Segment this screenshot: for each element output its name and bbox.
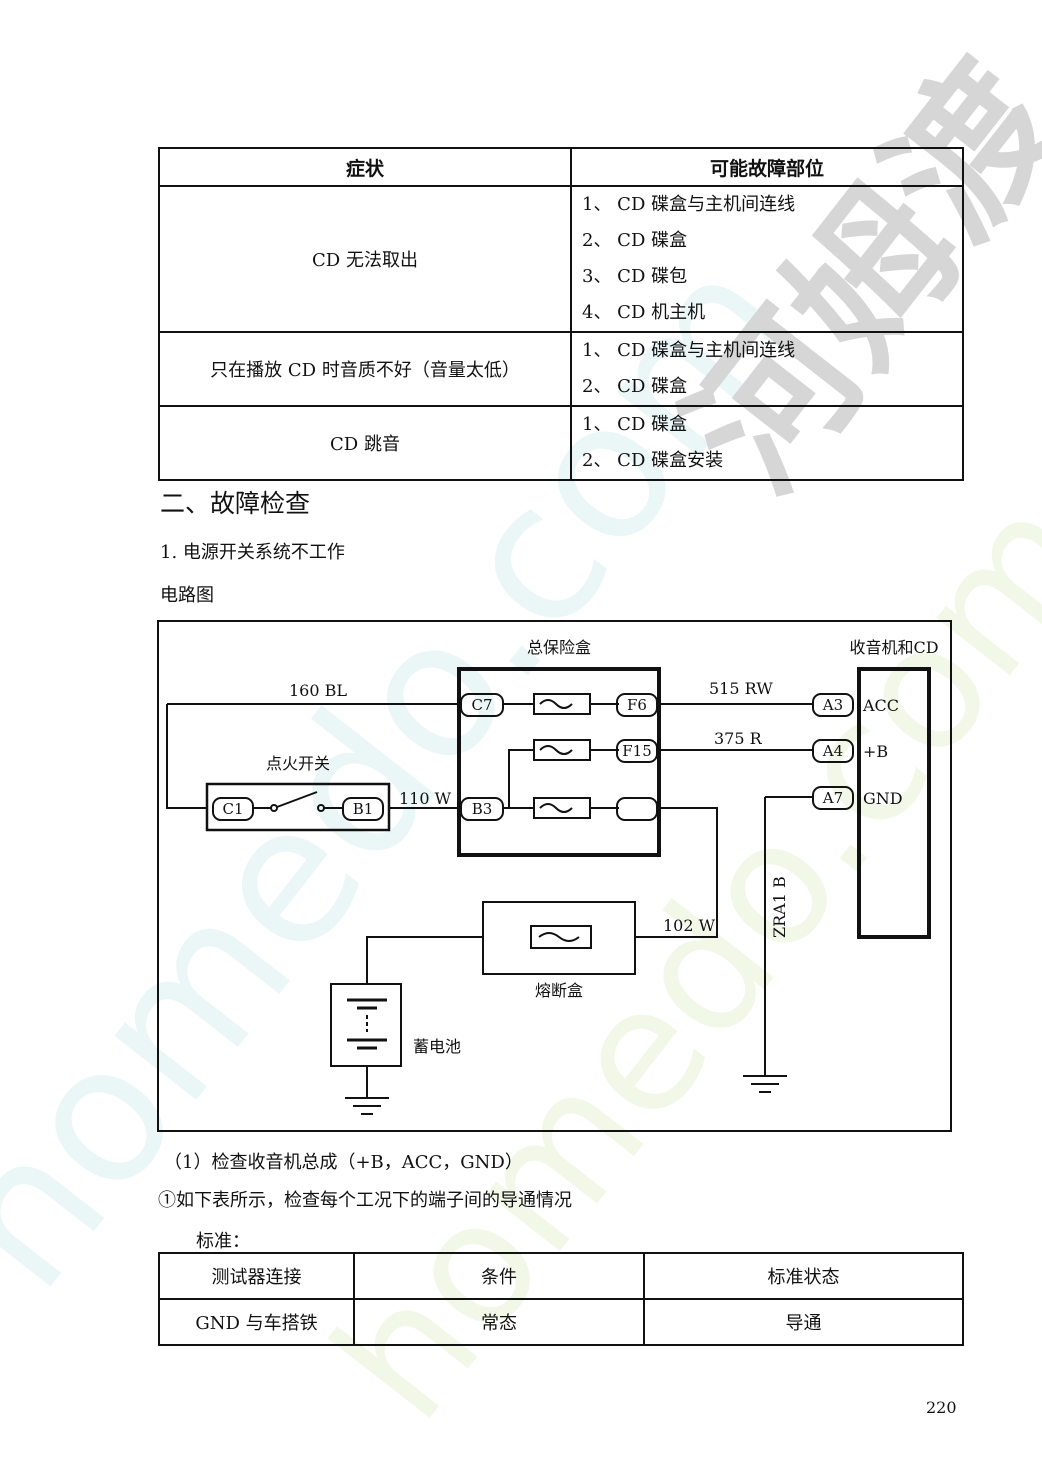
wire-375: 375 R	[714, 729, 763, 748]
cause-line: 1、 CD 碟盒与主机间连线	[582, 340, 796, 361]
subsection-title: 1. 电源开关系统不工作	[160, 542, 345, 563]
symptom-cell: CD 跳音	[158, 405, 572, 481]
standard-table: 测试器连接 条件 标准状态 GND 与车搭铁 常态 导通	[158, 1252, 964, 1346]
wire-102: 102 W	[663, 916, 716, 935]
connector-a3: A3	[822, 696, 843, 714]
symptom-cell: CD 无法取出	[158, 185, 572, 333]
std-header: 测试器连接	[158, 1252, 355, 1300]
radio-title: 收音机和CD	[849, 638, 938, 657]
wire-110: 110 W	[399, 789, 452, 808]
connector-a7: A7	[822, 789, 843, 807]
causes-cell: 1、 CD 碟盒与主机间连线 2、 CD 碟盒	[570, 331, 964, 407]
std-header: 条件	[353, 1252, 645, 1300]
symptom-cell: 只在播放 CD 时音质不好（音量太低）	[158, 331, 572, 407]
fusible-link-label: 熔断盒	[535, 981, 583, 1000]
check-item: （1）检查收音机总成（+B，ACC，GND）	[164, 1152, 523, 1173]
connector-f15: F15	[622, 742, 652, 760]
fault-table: 症状 可能故障部位 CD 无法取出 1、 CD 碟盒与主机间连线 2、 CD 碟…	[158, 147, 964, 481]
page-number: 220	[926, 1398, 957, 1417]
connector-c1: C1	[222, 800, 243, 818]
connector-a4: A4	[822, 742, 843, 760]
pin-acc: ACC	[862, 696, 899, 715]
cause-line: 4、 CD 机主机	[582, 302, 706, 323]
header-symptom: 症状	[158, 147, 572, 187]
check-step: ①如下表所示，检查每个工况下的端子间的导通情况	[158, 1190, 572, 1211]
std-cell: GND 与车搭铁	[158, 1298, 355, 1346]
cause-line: 3、 CD 碟包	[582, 266, 688, 287]
connector-c7: C7	[471, 696, 492, 714]
radio-box	[857, 667, 931, 939]
cause-line: 1、 CD 碟盒与主机间连线	[582, 194, 796, 215]
wire-160: 160 BL	[289, 681, 347, 700]
circuit-diagram: 总保险盒 收音机和CD 点火开关 熔断盒 蓄电池 C7 F6 F15 B3 C1…	[157, 620, 952, 1132]
section-heading: 二、故障检查	[160, 489, 311, 518]
diagram-label: 电路图	[160, 585, 214, 606]
pin-gnd: GND	[863, 789, 903, 808]
cause-line: 1、 CD 碟盒	[582, 414, 688, 435]
circuit-labels: 总保险盒 收音机和CD 点火开关 熔断盒 蓄电池 C7 F6 F15 B3 C1…	[222, 638, 938, 1056]
connector-f6: F6	[627, 696, 647, 714]
wire-515: 515 RW	[709, 679, 773, 698]
fuse-box-title: 总保险盒	[527, 638, 591, 657]
ignition-label: 点火开关	[266, 754, 330, 773]
connector-b1: B1	[353, 800, 374, 818]
cause-line: 2、 CD 碟盒安装	[582, 450, 724, 471]
std-cell: 导通	[643, 1298, 964, 1346]
causes-cell: 1、 CD 碟盒与主机间连线 2、 CD 碟盒 3、 CD 碟包 4、 CD 机…	[570, 185, 964, 333]
pin-b: +B	[863, 742, 888, 761]
std-cell: 常态	[353, 1298, 645, 1346]
std-header: 标准状态	[643, 1252, 964, 1300]
causes-cell: 1、 CD 碟盒 2、 CD 碟盒安装	[570, 405, 964, 481]
connector-b3: B3	[472, 800, 493, 818]
header-causes: 可能故障部位	[570, 147, 964, 187]
cause-line: 2、 CD 碟盒	[582, 230, 688, 251]
cause-line: 2、 CD 碟盒	[582, 376, 688, 397]
wire-zra1: ZRA1 B	[770, 876, 789, 938]
standard-label: 标准：	[196, 1231, 250, 1252]
fuse-box	[457, 667, 661, 857]
battery-label: 蓄电池	[413, 1037, 461, 1056]
